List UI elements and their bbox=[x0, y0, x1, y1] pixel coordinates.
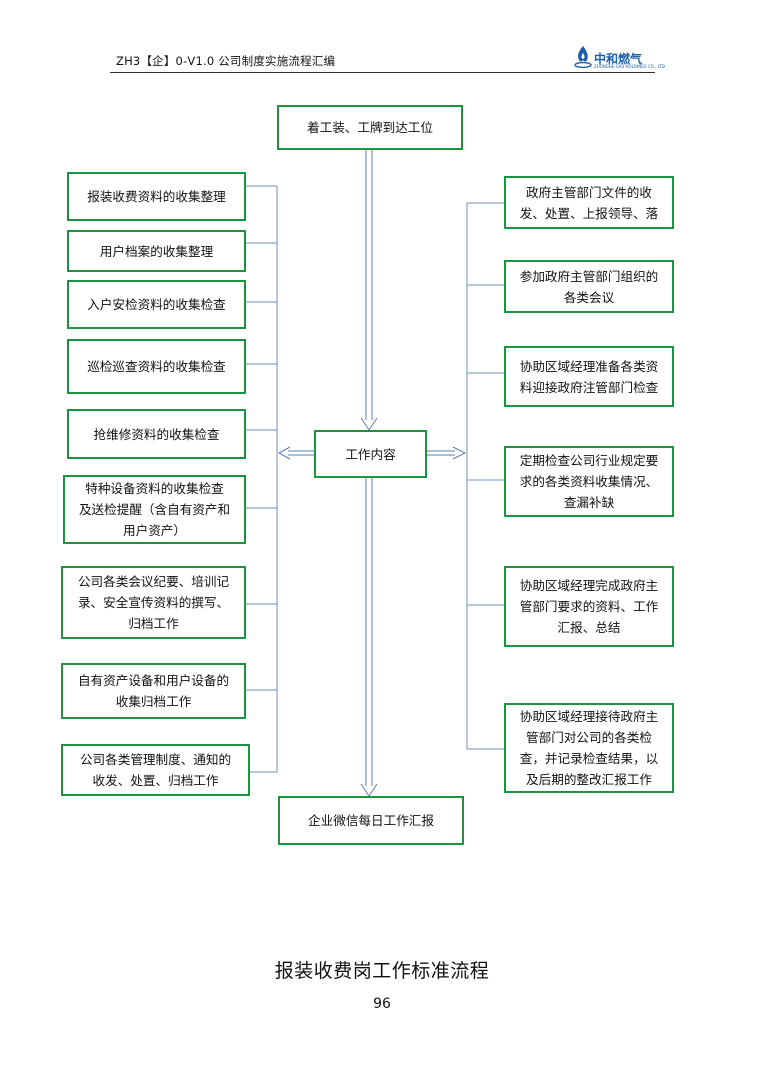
left-task-8: 自有资产设备和用户设备的 收集归档工作 bbox=[61, 663, 246, 719]
left-task-1: 报装收费资料的收集整理 bbox=[67, 172, 246, 221]
left-task-4: 巡检巡查资料的收集检查 bbox=[67, 339, 246, 394]
document-header: ZH3【企】0-V1.0 公司制度实施流程汇编 bbox=[116, 54, 336, 68]
right-task-2: 参加政府主管部门组织的 各类会议 bbox=[504, 260, 674, 313]
flame-icon bbox=[574, 46, 592, 69]
arrow-top-to-center bbox=[360, 149, 378, 431]
left-task-6: 特种设备资料的收集检查 及送检提醒（含自有资产和 用户资产） bbox=[63, 475, 246, 544]
start-box: 着工装、工牌到达工位 bbox=[277, 105, 463, 150]
left-bracket bbox=[246, 185, 278, 773]
left-task-9: 公司各类管理制度、通知的 收发、处置、归档工作 bbox=[61, 744, 250, 796]
left-task-2: 用户档案的收集整理 bbox=[67, 230, 246, 272]
right-task-1: 政府主管部门文件的收 发、处置、上报领导、落 bbox=[504, 176, 674, 229]
right-task-4: 定期检查公司行业规定要 求的各类资料收集情况、 查漏补缺 bbox=[504, 446, 674, 517]
left-task-3: 入户安检资料的收集检查 bbox=[67, 280, 246, 329]
left-task-5: 抢维修资料的收集检查 bbox=[67, 409, 246, 459]
daily-report-box: 企业微信每日工作汇报 bbox=[278, 796, 464, 845]
logo-text: 中和燃气 bbox=[594, 52, 643, 66]
page-number: 96 bbox=[373, 996, 391, 1012]
arrow-center-to-bottom bbox=[360, 478, 378, 797]
logo-subtext: ZHONGHE GAS HOLDINGS CO., LTD. bbox=[594, 64, 667, 69]
company-logo: 中和燃气 ZHONGHE GAS HOLDINGS CO., LTD. bbox=[574, 45, 666, 71]
right-task-3: 协助区域经理准备各类资 料迎接政府注管部门检查 bbox=[504, 346, 674, 407]
right-task-5: 协助区域经理完成政府主 管部门要求的资料、工作 汇报、总结 bbox=[504, 566, 674, 647]
arrow-center-to-right bbox=[427, 446, 467, 460]
arrow-center-to-left bbox=[277, 446, 314, 460]
right-task-6: 协助区域经理接待政府主 管部门对公司的各类检 查，并记录检查结果，以 及后期的整… bbox=[504, 703, 674, 793]
work-content-box: 工作内容 bbox=[314, 430, 427, 478]
flowchart-title: 报装收费岗工作标准流程 bbox=[274, 960, 490, 982]
right-bracket bbox=[466, 202, 504, 750]
left-task-7: 公司各类会议纪要、培训记 录、安全宣传资料的撰写、 归档工作 bbox=[61, 566, 246, 639]
header-divider bbox=[110, 72, 655, 73]
